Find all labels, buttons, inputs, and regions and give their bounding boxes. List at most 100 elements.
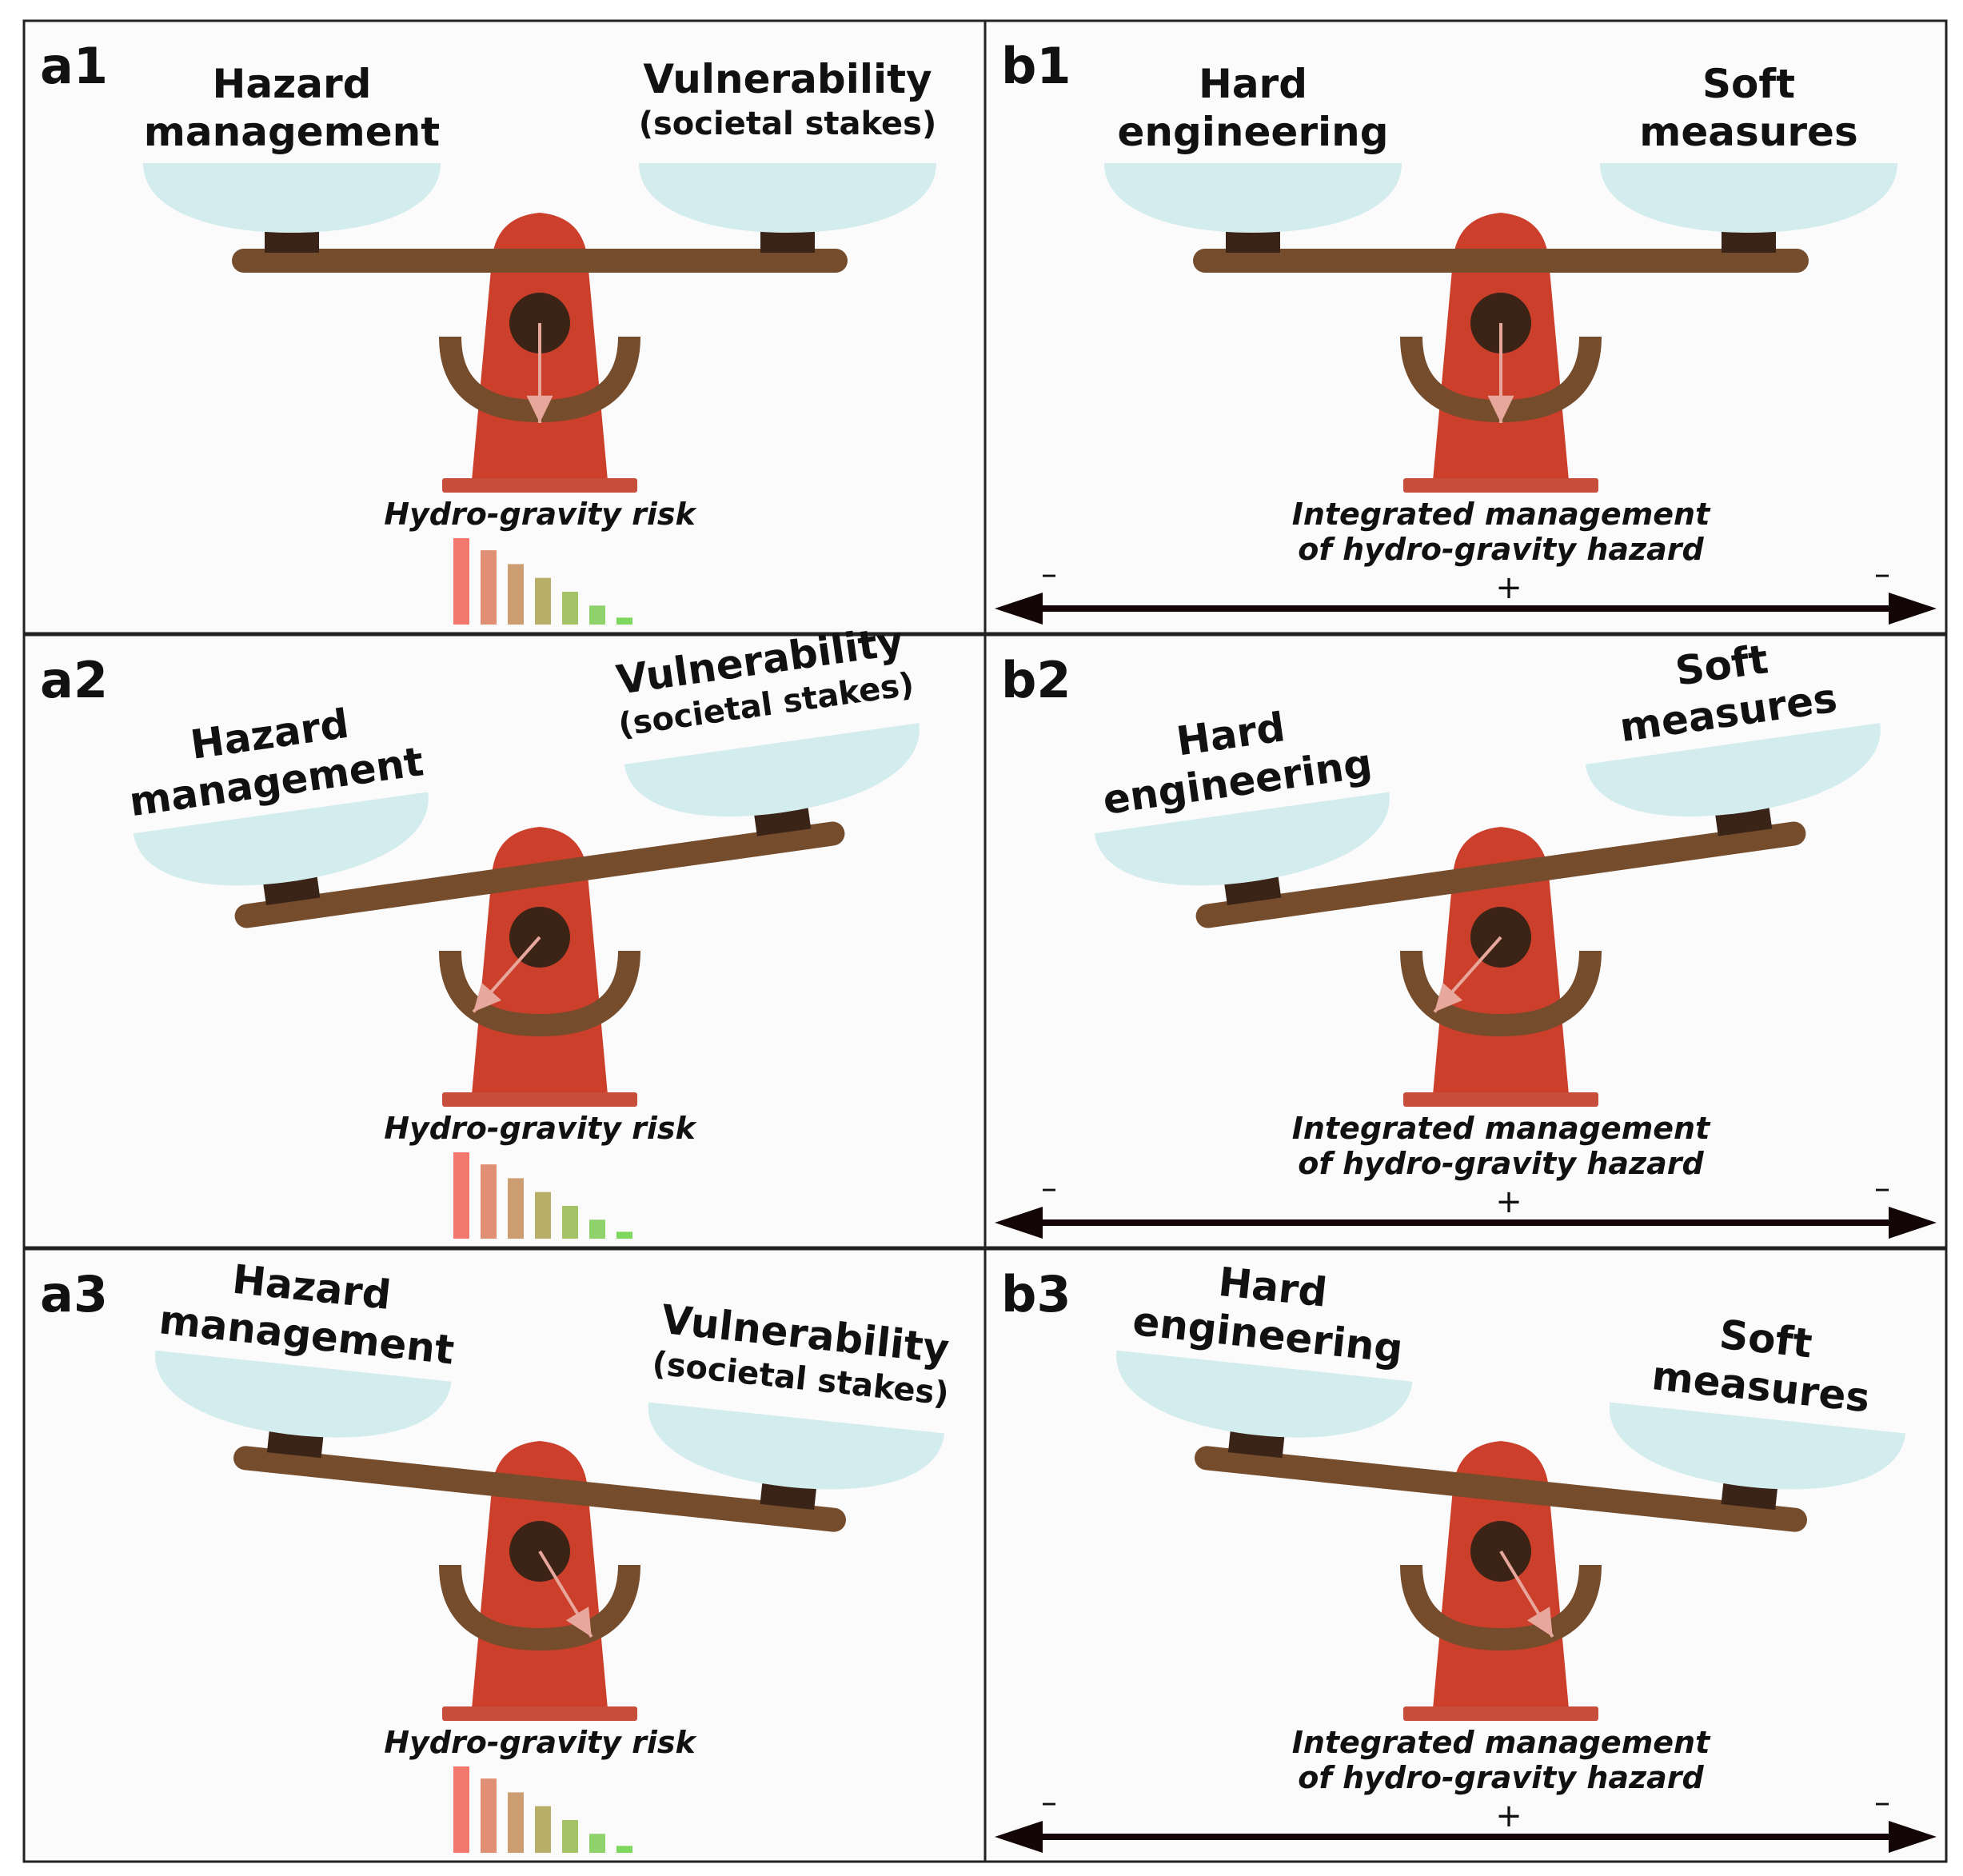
left-label-line: Hard	[1216, 1259, 1329, 1316]
risk-bar	[589, 1834, 605, 1853]
left-label-line: management	[144, 109, 440, 155]
right-pan	[624, 723, 920, 817]
risk-bar	[562, 591, 578, 625]
axis-center-sign: +	[1495, 1798, 1522, 1834]
left-pan	[1104, 163, 1402, 233]
risk-bar	[453, 1766, 469, 1853]
caption-line: Hydro-gravity risk	[384, 1111, 697, 1146]
right-label-line: measures	[1639, 109, 1857, 155]
axis-left-arrowhead	[995, 1207, 1043, 1239]
risk-bar	[535, 577, 551, 625]
scale-base	[442, 1092, 637, 1107]
risk-bar	[562, 1205, 578, 1239]
risk-bar	[481, 1164, 497, 1239]
risk-bar	[589, 605, 605, 625]
axis-right-sign: –	[1874, 556, 1890, 593]
right-pan	[648, 1402, 945, 1490]
left-pan	[1116, 1350, 1413, 1438]
scale-base	[1403, 1706, 1598, 1721]
caption-line: Integrated management	[1292, 497, 1711, 532]
dial-arc	[1400, 950, 1602, 1037]
left-label-line: Hard	[1199, 61, 1307, 107]
panel-label: a2	[40, 651, 108, 709]
risk-bar	[508, 1178, 524, 1239]
dial-arc	[1400, 1564, 1602, 1651]
panel-label: b2	[1001, 651, 1071, 709]
axis-left-arrowhead	[995, 1821, 1043, 1853]
beam-assembly	[1104, 163, 1897, 273]
axis-right-sign: –	[1874, 1784, 1890, 1821]
risk-bar	[481, 550, 497, 625]
needle-head	[1526, 1607, 1553, 1637]
panel-label: b3	[1001, 1265, 1071, 1323]
caption-line: of hydro-gravity hazard	[1298, 532, 1704, 567]
scale-base	[442, 1706, 637, 1721]
risk-bar	[508, 564, 524, 625]
needle-head	[1434, 982, 1463, 1012]
needle-head	[1487, 395, 1514, 423]
dial-arc	[439, 950, 640, 1037]
right-label-line: Vulnerability	[643, 56, 932, 102]
needle-head	[526, 395, 553, 423]
risk-bar	[535, 1806, 551, 1853]
caption-line: Hydro-gravity risk	[384, 497, 697, 532]
dial-arc	[439, 1564, 640, 1651]
panel-a2: a2HazardmanagementVulnerability(societal…	[22, 617, 987, 1249]
axis-center-sign: +	[1495, 1183, 1522, 1220]
caption-line: of hydro-gravity hazard	[1298, 1146, 1704, 1181]
left-pan	[143, 163, 441, 233]
axis-left-sign: –	[1041, 1784, 1057, 1821]
risk-bar	[453, 538, 469, 625]
left-pan	[1094, 792, 1390, 886]
risk-bar	[508, 1792, 524, 1853]
beam-assembly	[155, 1350, 945, 1532]
caption-line: Integrated management	[1292, 1111, 1711, 1146]
left-pan	[155, 1350, 452, 1438]
needle-head	[565, 1607, 592, 1637]
risk-bar	[616, 1231, 632, 1239]
right-pan	[1609, 1402, 1906, 1490]
axis-center-sign: +	[1495, 569, 1522, 606]
right-pan	[639, 163, 936, 233]
left-pan	[133, 792, 429, 886]
panel-b2: b2HardengineeringSoftmeasuresIntegrated …	[983, 633, 1948, 1249]
left-label-line: Hazard	[213, 61, 372, 107]
scale-beam	[234, 821, 845, 928]
axis-left-arrowhead	[995, 593, 1043, 625]
risk-bar	[616, 617, 632, 625]
scale-base	[1403, 1092, 1598, 1107]
right-label-line: Soft	[1702, 61, 1795, 107]
risk-bar	[453, 1152, 469, 1239]
risk-bar	[616, 1846, 632, 1853]
risk-bar	[589, 1219, 605, 1239]
beam-assembly	[143, 163, 936, 273]
risk-bar	[562, 1819, 578, 1853]
axis-right-sign: –	[1874, 1170, 1890, 1207]
right-label-line: (societal stakes)	[639, 106, 937, 142]
right-pan	[1585, 723, 1881, 817]
axis-right-arrowhead	[1889, 1207, 1937, 1239]
scale-beam	[1195, 1446, 1807, 1532]
scale-beam	[1195, 821, 1806, 928]
right-pan-label: Vulnerability (societal stakes)	[639, 56, 937, 142]
caption-line: Hydro-gravity risk	[384, 1725, 697, 1760]
panel-label: a3	[40, 1265, 108, 1323]
scale-base	[442, 478, 637, 493]
beam-assembly	[1094, 723, 1881, 928]
right-label-line: Soft	[1718, 1311, 1814, 1367]
beam-assembly	[1116, 1350, 1906, 1532]
panel-label: b1	[1001, 37, 1071, 95]
axis-right-arrowhead	[1889, 593, 1937, 625]
needle-head	[473, 982, 502, 1012]
caption-line: Integrated management	[1292, 1725, 1711, 1760]
axis-left-sign: –	[1041, 556, 1057, 593]
panel-label: a1	[40, 37, 108, 95]
beam-assembly	[133, 723, 920, 928]
risk-bar	[535, 1191, 551, 1239]
